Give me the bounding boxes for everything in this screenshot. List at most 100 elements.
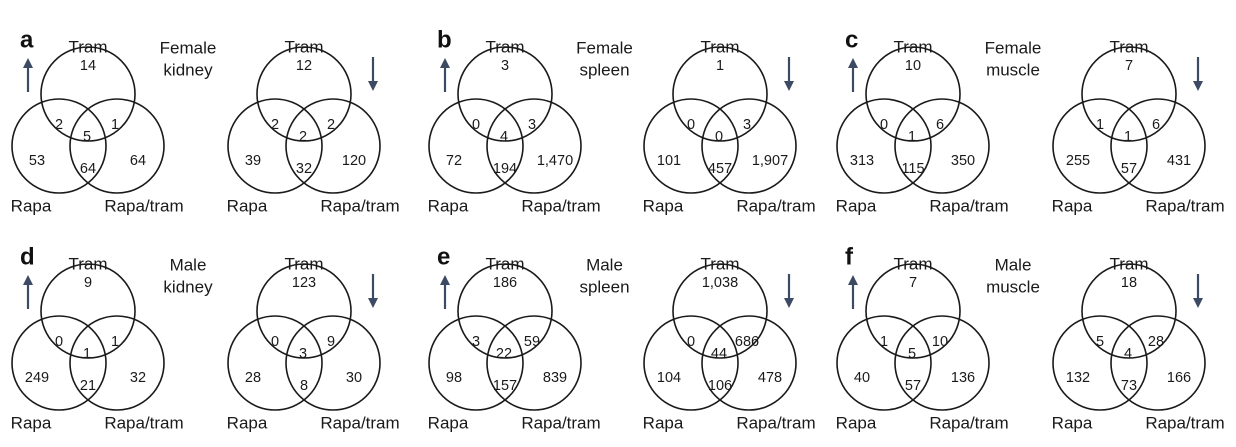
count-tram-rapatram: 9 xyxy=(327,334,335,350)
rapatram-label: Rapa/tram xyxy=(929,197,1008,216)
count-rapa-rapatram: 115 xyxy=(901,161,924,177)
rapatram-circle xyxy=(1110,98,1206,194)
count-tram-only: 1,038 xyxy=(702,275,738,291)
count-tram-only: 123 xyxy=(292,275,316,291)
arrow-down-icon xyxy=(1193,57,1203,91)
tissue-label-line2: spleen xyxy=(579,61,629,80)
count-rapa-only: 132 xyxy=(1066,370,1090,386)
rapa-label: Rapa xyxy=(428,414,469,433)
arrow-up-icon xyxy=(23,58,33,92)
count-tram-rapa: 5 xyxy=(1096,334,1104,350)
count-tram-only: 1 xyxy=(716,58,724,74)
rapatram-circle xyxy=(701,315,797,411)
tram-circle xyxy=(865,263,961,359)
rapa-label: Rapa xyxy=(643,197,684,216)
tram-circle xyxy=(865,46,961,142)
tram-label: Tram xyxy=(68,38,107,57)
count-all: 4 xyxy=(1124,346,1132,362)
rapatram-label: Rapa/tram xyxy=(1145,197,1224,216)
tram-circle xyxy=(256,263,352,359)
tram-label: Tram xyxy=(284,255,323,274)
count-rapatram-only: 478 xyxy=(758,370,782,386)
rapa-label: Rapa xyxy=(11,414,52,433)
count-tram-rapa: 0 xyxy=(271,334,279,350)
count-all: 22 xyxy=(496,346,512,362)
tram-label: Tram xyxy=(68,255,107,274)
count-tram-rapa: 0 xyxy=(880,117,888,133)
count-tram-only: 9 xyxy=(84,275,92,291)
count-rapatram-only: 120 xyxy=(342,153,366,169)
count-rapa-rapatram: 21 xyxy=(80,378,96,394)
tram-circle xyxy=(1081,46,1177,142)
count-rapa-rapatram: 57 xyxy=(905,378,921,394)
count-rapa-only: 249 xyxy=(25,370,49,386)
tram-label: Tram xyxy=(893,38,932,57)
tissue-label-line1: Female xyxy=(160,39,217,58)
tram-circle xyxy=(40,263,136,359)
count-tram-rapa: 0 xyxy=(55,334,63,350)
rapatram-label: Rapa/tram xyxy=(736,197,815,216)
count-tram-rapa: 0 xyxy=(687,117,695,133)
rapa-label: Rapa xyxy=(428,197,469,216)
count-rapa-rapatram: 457 xyxy=(708,161,732,177)
count-all: 4 xyxy=(500,129,508,145)
rapa-label: Rapa xyxy=(227,197,268,216)
count-tram-rapatram: 3 xyxy=(528,117,536,133)
arrow-up-icon xyxy=(848,275,858,309)
rapatram-circle xyxy=(69,98,165,194)
tissue-label-line2: kidney xyxy=(163,278,213,297)
count-rapa-only: 255 xyxy=(1066,153,1090,169)
rapatram-circle xyxy=(69,315,165,411)
rapa-circle xyxy=(227,98,323,194)
rapa-circle xyxy=(836,98,932,194)
count-all: 5 xyxy=(908,346,916,362)
rapatram-circle xyxy=(486,315,582,411)
count-rapatram-only: 350 xyxy=(951,153,975,169)
count-tram-rapatram: 1 xyxy=(111,334,119,350)
count-tram-rapatram: 3 xyxy=(743,117,751,133)
tram-circle xyxy=(672,263,768,359)
rapatram-label: Rapa/tram xyxy=(929,414,1008,433)
arrow-down-icon xyxy=(1193,274,1203,308)
count-rapa-only: 28 xyxy=(245,370,261,386)
count-tram-rapatram: 59 xyxy=(524,334,540,350)
panel-letter: d xyxy=(20,244,35,271)
count-rapa-rapatram: 64 xyxy=(80,161,96,177)
rapa-label: Rapa xyxy=(643,414,684,433)
tram-label: Tram xyxy=(893,255,932,274)
count-rapa-rapatram: 73 xyxy=(1121,378,1137,394)
arrow-down-icon xyxy=(784,274,794,308)
count-rapa-only: 39 xyxy=(245,153,261,169)
count-rapa-rapatram: 8 xyxy=(300,378,308,394)
rapa-label: Rapa xyxy=(227,414,268,433)
count-tram-rapatram: 10 xyxy=(932,334,948,350)
rapatram-circle xyxy=(1110,315,1206,411)
rapatram-circle xyxy=(285,315,381,411)
tram-circle xyxy=(457,263,553,359)
tissue-label-line1: Male xyxy=(995,256,1032,275)
count-rapatram-only: 166 xyxy=(1167,370,1191,386)
tram-label: Tram xyxy=(485,38,524,57)
arrow-up-icon xyxy=(440,275,450,309)
rapatram-label: Rapa/tram xyxy=(521,197,600,216)
count-all: 44 xyxy=(711,346,727,362)
tram-label: Tram xyxy=(1109,255,1148,274)
tissue-label-line1: Female xyxy=(985,39,1042,58)
tissue-label-line1: Male xyxy=(170,256,207,275)
count-rapatram-only: 32 xyxy=(130,370,146,386)
tissue-label-line1: Female xyxy=(576,39,633,58)
count-rapa-rapatram: 106 xyxy=(708,378,732,394)
tram-label: Tram xyxy=(485,255,524,274)
rapa-circle xyxy=(11,98,107,194)
count-tram-rapatram: 6 xyxy=(1152,117,1160,133)
panel-letter: f xyxy=(845,244,854,271)
arrow-up-icon xyxy=(23,275,33,309)
tram-circle xyxy=(1081,263,1177,359)
